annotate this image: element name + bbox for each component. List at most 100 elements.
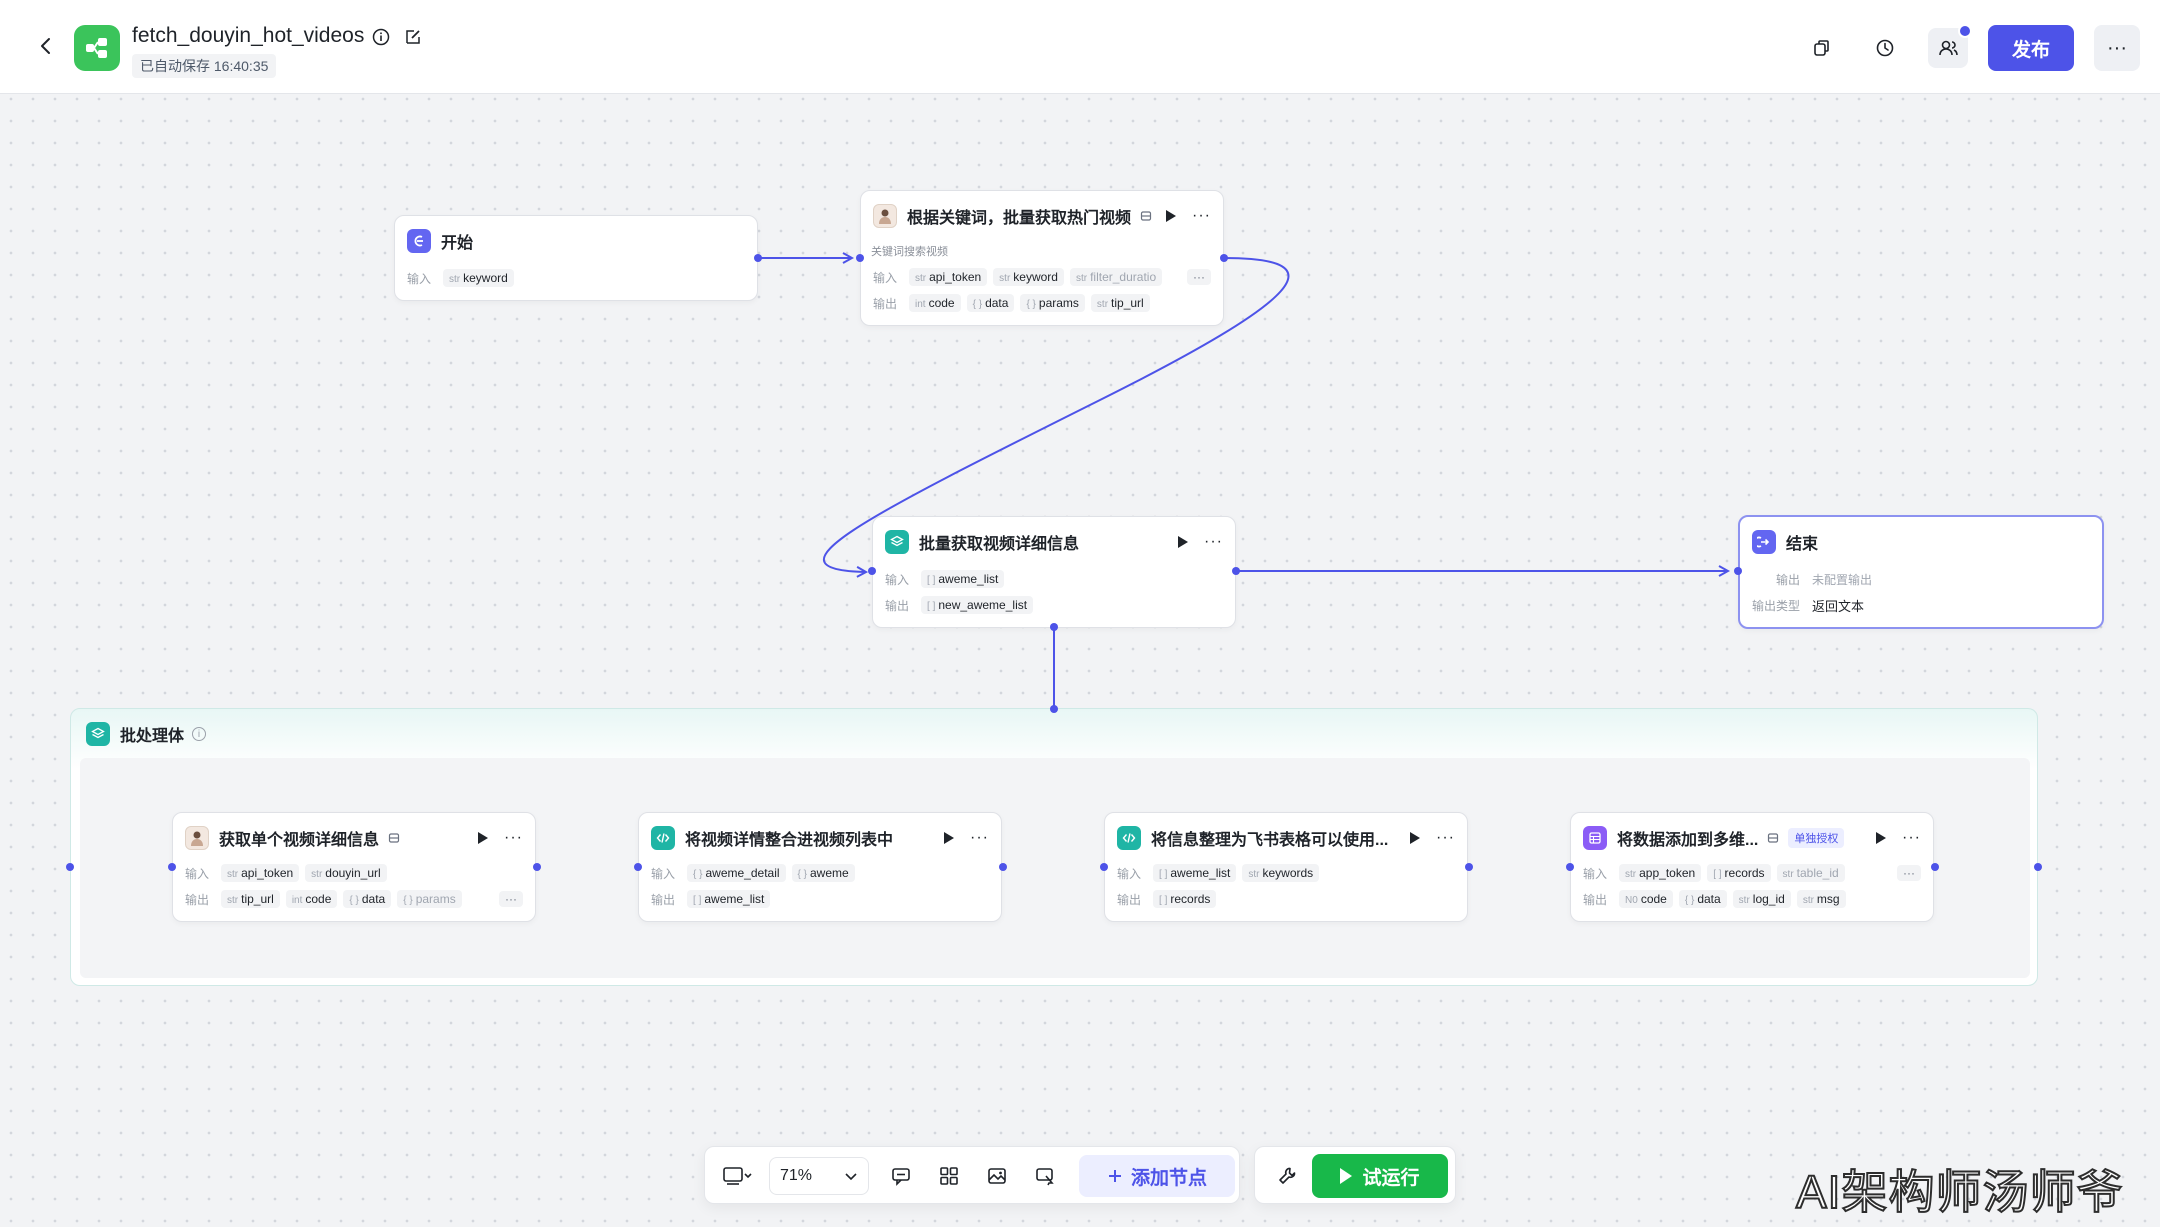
output-port[interactable]	[1931, 863, 1939, 871]
monitor-icon	[723, 1167, 752, 1185]
output-label: 输出	[185, 892, 210, 907]
debug-tools-button[interactable]	[1267, 1157, 1307, 1195]
more-params-button[interactable]: ···	[1897, 865, 1921, 881]
input-port[interactable]	[856, 254, 864, 262]
output-port[interactable]	[1220, 254, 1228, 262]
run-node-button[interactable]	[1410, 832, 1421, 844]
users-icon	[1939, 40, 1958, 56]
input-label: 输入	[651, 866, 676, 881]
watermark: AI架构师汤师爷	[1795, 1165, 2124, 1219]
output-port[interactable]	[1465, 863, 1473, 871]
zoom-value: 71%	[780, 1167, 813, 1184]
batch-top-port[interactable]	[1050, 705, 1058, 713]
node-title: 将数据添加到多维...	[1617, 832, 1759, 849]
plugin-avatar-icon	[185, 826, 209, 850]
node-more-button[interactable]: ···	[504, 829, 523, 846]
start-icon	[407, 229, 431, 253]
history-icon	[1876, 39, 1894, 57]
batch-end-port[interactable]	[2034, 863, 2042, 871]
input-label: 输入	[873, 270, 898, 285]
batch-icon	[86, 722, 110, 746]
node-more-button[interactable]: ···	[970, 829, 989, 846]
add-node-button[interactable]: 添加节点	[1079, 1155, 1235, 1197]
batch-title: 批处理体	[120, 728, 185, 745]
publish-button[interactable]: 发布	[1988, 25, 2074, 71]
auth-tag[interactable]: 单独授权	[1788, 828, 1845, 848]
batch-detail-node[interactable]: 批量获取视频详细信息 ··· 输入 [ ]aweme_list 输出 [ ]ne…	[872, 516, 1236, 628]
play-icon	[1340, 1168, 1353, 1184]
add-node-label: 添加节点	[1130, 1167, 1207, 1189]
batch-body-port[interactable]	[1050, 623, 1058, 631]
input-port[interactable]	[1100, 863, 1108, 871]
select-mode-button[interactable]	[1025, 1157, 1065, 1195]
more-options-button[interactable]: ···	[2094, 25, 2140, 71]
run-node-button[interactable]	[1166, 210, 1177, 222]
comment-button[interactable]	[881, 1157, 921, 1195]
run-node-button[interactable]	[944, 832, 955, 844]
edit-icon[interactable]	[402, 26, 424, 48]
output-port[interactable]	[533, 863, 541, 871]
node-more-button[interactable]: ···	[1902, 829, 1921, 846]
info-icon[interactable]: i	[192, 727, 207, 741]
plus-icon	[1108, 1170, 1121, 1182]
output-port[interactable]	[1232, 567, 1240, 575]
param-chip: [ ]aweme_list	[687, 890, 771, 908]
input-port[interactable]	[168, 863, 176, 871]
collaborators-button[interactable]	[1928, 24, 1972, 68]
node-more-button[interactable]: ···	[1436, 829, 1455, 846]
more-params-button[interactable]: ···	[1187, 269, 1211, 285]
input-port[interactable]	[634, 863, 642, 871]
chevron-down-icon	[845, 1173, 857, 1181]
plugin-db-icon	[387, 831, 401, 845]
input-port[interactable]	[1566, 863, 1574, 871]
node-more-button[interactable]: ···	[1204, 533, 1223, 550]
auto-layout-button[interactable]	[929, 1157, 969, 1195]
run-node-button[interactable]	[1876, 832, 1887, 844]
wrench-icon	[1279, 1167, 1296, 1184]
output-label: 输出	[873, 296, 898, 311]
run-toolbar: 试运行	[1254, 1146, 1456, 1204]
param-chip: [ ]new_aweme_list	[921, 596, 1034, 614]
node-title: 获取单个视频详细信息	[219, 832, 380, 849]
node-title: 结束	[1786, 536, 1819, 553]
history-button[interactable]	[1865, 28, 1905, 68]
input-label: 输入	[407, 271, 432, 286]
run-node-button[interactable]	[1178, 536, 1189, 548]
node-description: 关键词搜索视频	[871, 246, 948, 258]
input-port[interactable]	[1734, 567, 1742, 575]
trial-run-button[interactable]: 试运行	[1312, 1154, 1448, 1198]
input-port[interactable]	[868, 567, 876, 575]
end-node[interactable]: 结束 输出 未配置输出 输出类型 返回文本	[1738, 515, 2104, 629]
node-more-button[interactable]: ···	[1192, 207, 1211, 224]
output-port[interactable]	[999, 863, 1007, 871]
format-records-node[interactable]: 将信息整理为飞书表格可以使用... ··· 输入 [ ]aweme_list s…	[1104, 812, 1468, 922]
table-icon	[1583, 826, 1607, 850]
merge-detail-node[interactable]: 将视频详情整合进视频列表中 ··· 输入 { }aweme_detail { }…	[638, 812, 1002, 922]
batch-start-port[interactable]	[66, 863, 74, 871]
more-params-button[interactable]: ···	[499, 891, 523, 907]
comment-icon	[892, 1168, 910, 1186]
output-port[interactable]	[754, 254, 762, 262]
info-icon[interactable]	[370, 26, 392, 48]
back-button[interactable]	[30, 30, 62, 62]
run-node-button[interactable]	[478, 832, 489, 844]
minimap-button[interactable]	[977, 1157, 1017, 1195]
image-icon	[988, 1168, 1006, 1184]
param-chip: { }params	[397, 890, 462, 908]
copy-button[interactable]	[1802, 28, 1842, 68]
zoom-select[interactable]: 71%	[769, 1157, 869, 1195]
device-mode-button[interactable]	[715, 1157, 761, 1195]
input-label: 输入	[185, 866, 210, 881]
